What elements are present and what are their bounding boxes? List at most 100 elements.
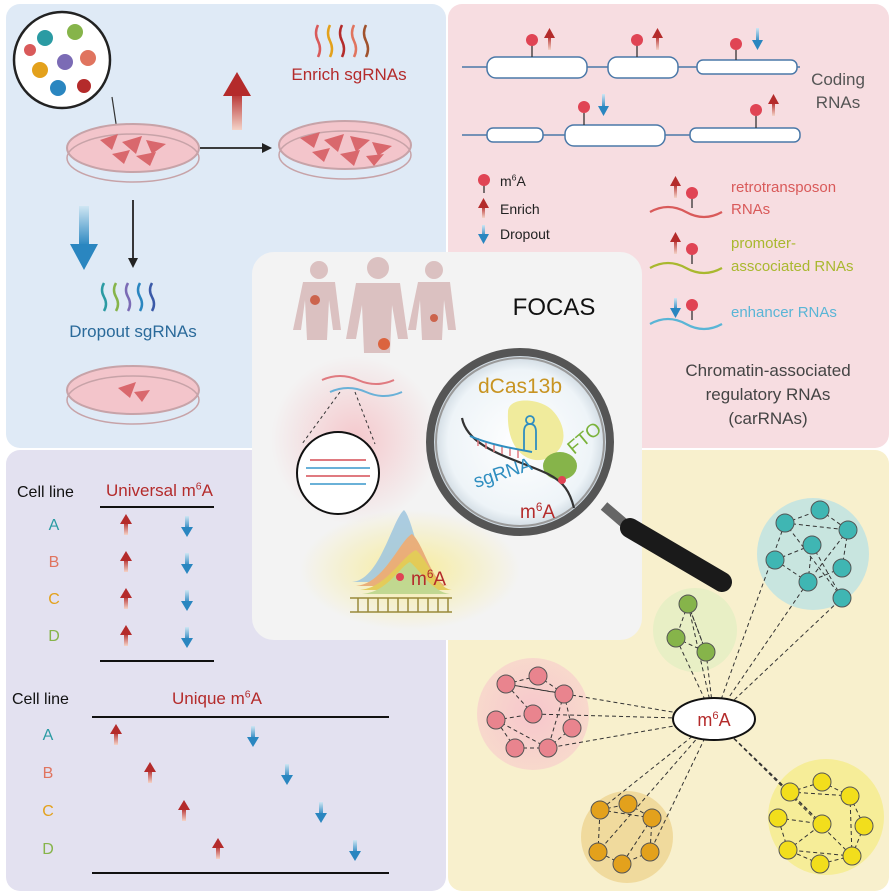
hub-edge (713, 718, 853, 857)
table1-row-label: C (48, 591, 60, 608)
fto-protein (543, 452, 577, 480)
dropout-arrowhead-icon (181, 527, 193, 537)
dropout-arrowhead-icon (349, 851, 361, 861)
network-node (810, 500, 830, 520)
network-node (588, 842, 608, 862)
zoom-circle (296, 431, 380, 515)
rna-strands-icon (321, 375, 403, 397)
network-node (775, 513, 795, 533)
enrich-arrowhead-icon (120, 551, 132, 561)
focas-title: FOCAS (513, 294, 596, 321)
network-node (642, 808, 662, 828)
network-nodes (486, 500, 874, 874)
network-edge (807, 529, 849, 583)
dropout-arrow-icon (185, 627, 189, 640)
dropout-arrowhead-icon (247, 737, 259, 747)
retro-label: retrotransposon (731, 179, 836, 196)
network-edge (675, 637, 707, 653)
network-node (798, 572, 818, 592)
enrich-sgrna-icon (314, 24, 370, 58)
enrich-arrow-icons (544, 28, 779, 116)
enrich-arrowhead-icon (120, 514, 132, 524)
table1-row-label: D (48, 628, 60, 645)
m6a-site-dot (558, 476, 566, 484)
table2-row-label: A (43, 727, 54, 744)
exon (696, 59, 798, 75)
network-node (590, 800, 610, 820)
network-edge (505, 675, 539, 685)
cells-enriched (300, 132, 392, 166)
retro-label: RNAs (731, 201, 770, 218)
enrich-arrow-icon (216, 846, 220, 859)
table2-row-label: D (42, 841, 54, 858)
cluster-halo-green (653, 588, 737, 672)
network-panel: m6A (477, 498, 884, 883)
network-edge (819, 855, 853, 865)
chromatin-lines-icon (306, 459, 370, 485)
dropout-arrow-icon (353, 840, 357, 853)
hub-edge (597, 718, 715, 853)
dropout-arrow-icons (598, 28, 763, 116)
dropout-sgrna-icon (100, 282, 156, 312)
hub-label: m6A (697, 710, 730, 730)
table2-header-cell-line: Cell line (12, 691, 69, 708)
network-node (618, 794, 638, 814)
promoter-rna: promoter- asscociated RNAs (649, 232, 854, 275)
network-edge (495, 719, 549, 749)
m6a-peak-label: m6A (411, 567, 446, 590)
enrich-label: Enrich sgRNAs (291, 65, 406, 84)
dropout-arrowhead-icon (315, 813, 327, 823)
network-node (640, 842, 660, 862)
enrich-legend-icon (478, 198, 489, 208)
network-edge (849, 795, 853, 857)
network-edge (547, 727, 573, 749)
legend-m6a: m6A (500, 173, 527, 189)
network-node (802, 535, 822, 555)
dropout-arrow-icon (319, 802, 323, 815)
network-node (812, 814, 832, 834)
network-edge (811, 544, 843, 599)
table1-row-label: B (49, 554, 60, 571)
m6a-lens-label: m6A (520, 500, 555, 523)
network-node (840, 786, 860, 806)
peak-plot-icon (352, 510, 452, 594)
network-node (780, 782, 800, 802)
m6a-hub (672, 697, 756, 741)
legend-enrich: Enrich (500, 201, 540, 217)
dropout-label: Dropout sgRNAs (69, 322, 197, 341)
dropout-legend-icon (478, 234, 489, 244)
table1-header-cell-line: Cell line (17, 484, 74, 501)
network-edge (789, 791, 851, 797)
promoter-label: asscociated RNAs (731, 258, 854, 275)
network-edge (789, 781, 823, 793)
dropout-arrow-icon (251, 726, 255, 739)
enrich-arrow-icon (124, 633, 128, 646)
network-node (528, 666, 548, 686)
network-node (768, 808, 788, 828)
network-edge (849, 795, 865, 827)
human-figures-icon (293, 257, 456, 353)
network-node (562, 718, 582, 738)
dropout-arrow-icon (185, 516, 189, 529)
enrich-arrowhead-icon (120, 588, 132, 598)
sgrna-hairpin-icon (523, 415, 537, 450)
exon (486, 56, 588, 79)
retrotransposon-rna: retrotransposon RNAs (649, 176, 836, 219)
enrich-arrow-icon (124, 559, 128, 572)
cells-dropout (118, 382, 150, 402)
table2-header-unique: Unique m6A (172, 689, 263, 709)
dcas-label: dCas13b (478, 375, 562, 398)
network-node (765, 550, 785, 570)
table1-header-universal: Universal m6A (106, 481, 214, 501)
m6a-pin (526, 34, 762, 128)
legend: m6A Enrich Dropout (478, 173, 550, 244)
rna-panel: Coding RNAs m6A Enrich Dropout retrotran… (462, 28, 865, 428)
hub-edge (687, 603, 715, 720)
screen-panel: Enrich sgRNAs Dropout sgRNAs (12, 10, 412, 425)
enhancer-label: enhancer RNAs (731, 304, 837, 321)
network-node (505, 738, 525, 758)
exon (689, 127, 801, 143)
dropout-down-arrow (70, 244, 98, 270)
enrich-arrow-icon (148, 770, 152, 783)
